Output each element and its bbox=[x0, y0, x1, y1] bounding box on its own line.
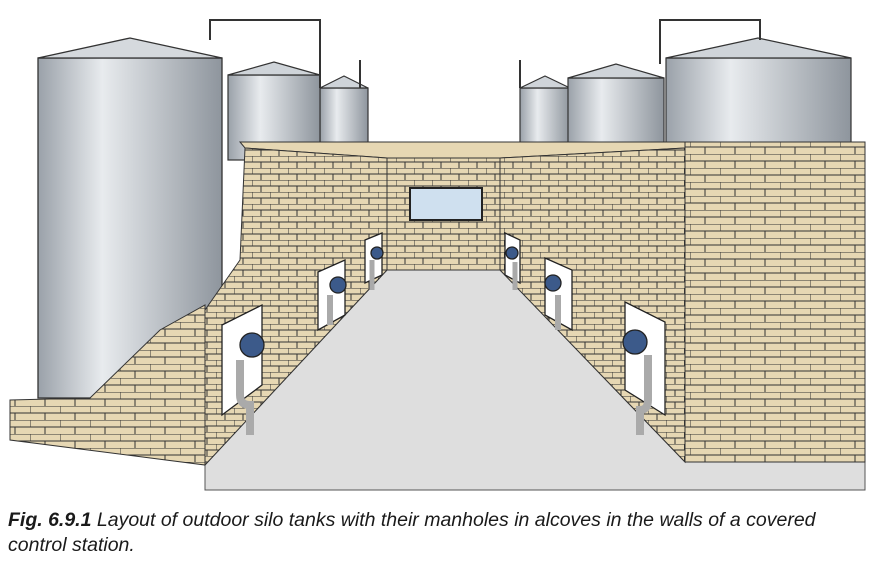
manhole-right-3 bbox=[622, 300, 666, 435]
silo-tanks-back bbox=[209, 19, 852, 161]
right-front-wall bbox=[684, 141, 866, 463]
manhole-left-1 bbox=[221, 303, 265, 435]
manhole-left-2 bbox=[317, 258, 347, 332]
manhole-right-2 bbox=[544, 256, 573, 332]
silo-illustration bbox=[9, 19, 866, 491]
manhole-left-3 bbox=[364, 232, 384, 290]
caption-text: Layout of outdoor silo tanks with their … bbox=[8, 509, 816, 556]
figure-label: Fig. 6.9.1 bbox=[8, 509, 92, 531]
figure-caption: Fig. 6.9.1 Layout of outdoor silo tanks … bbox=[8, 508, 878, 558]
left-front-wall bbox=[9, 304, 206, 466]
manhole-right-1 bbox=[504, 231, 521, 290]
window bbox=[409, 187, 483, 221]
manholes bbox=[221, 231, 666, 435]
